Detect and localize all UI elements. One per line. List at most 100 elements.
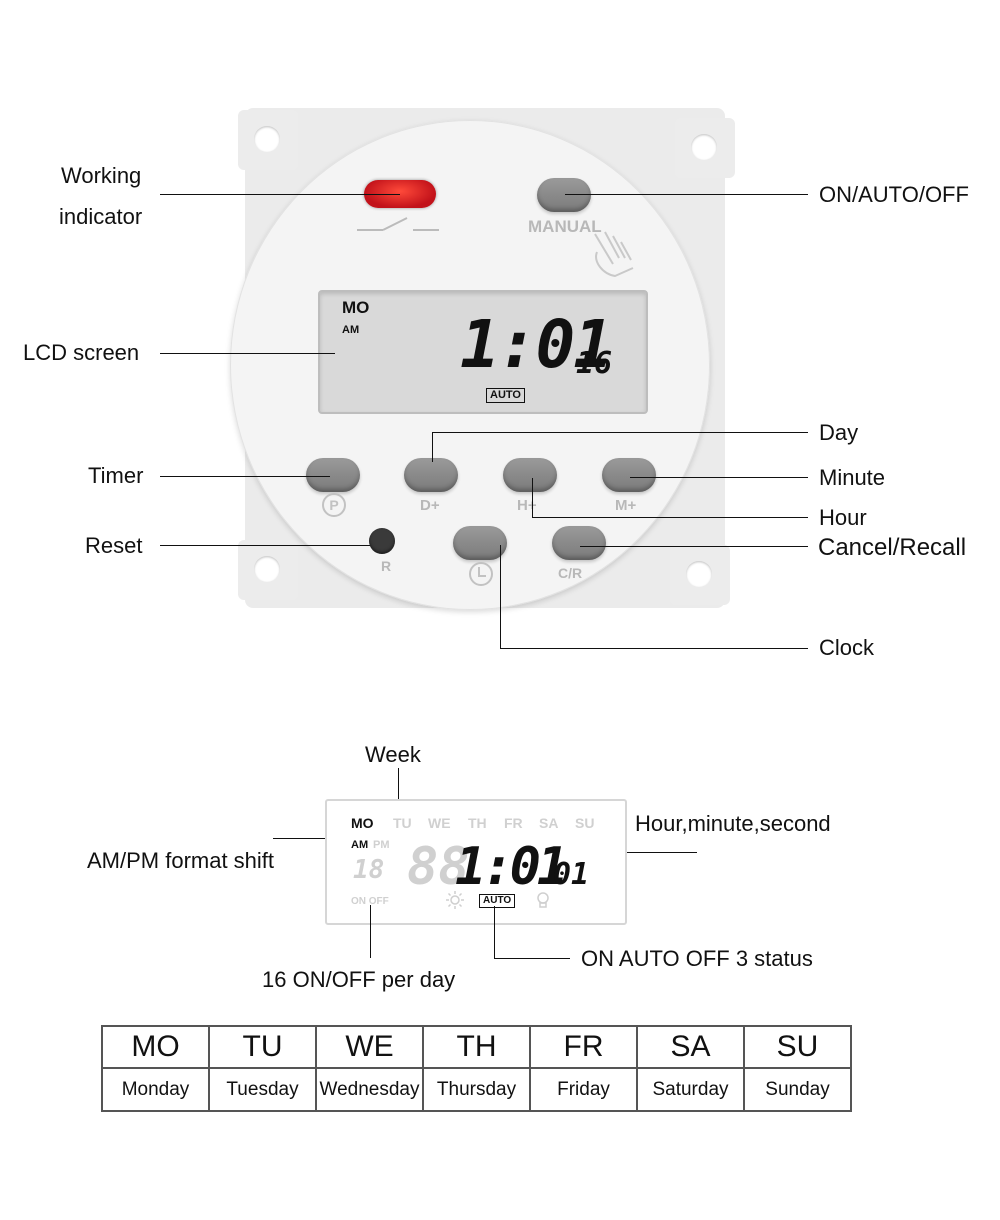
leader-line — [160, 353, 335, 354]
leader-line — [500, 545, 501, 648]
table-cell-abbr: TH — [422, 1025, 531, 1069]
leader-line — [432, 432, 433, 462]
table-cell-abbr: TU — [208, 1025, 317, 1069]
leader-line — [565, 194, 808, 195]
lcd2-time: 1:01 — [455, 837, 568, 897]
day-abbreviation-table: MO TU WE TH FR SA SU Monday Tuesday Wedn… — [101, 1025, 852, 1112]
table-cell-abbr: SA — [636, 1025, 745, 1069]
reset-button[interactable] — [369, 528, 395, 554]
day-plus-label: D+ — [420, 497, 440, 514]
reset-label: R — [381, 558, 392, 574]
screw-hole — [254, 556, 280, 582]
table-cell-abbr: SU — [743, 1025, 852, 1069]
mounting-ear-bottom-left — [238, 540, 298, 600]
clock-icon — [469, 562, 493, 586]
lcd-auto-badge: AUTO — [486, 388, 525, 403]
callout-status: ON AUTO OFF 3 status — [581, 946, 813, 971]
svg-text:P: P — [329, 497, 338, 513]
hour-plus-button[interactable] — [503, 458, 557, 492]
cancel-recall-label: C/R — [558, 565, 583, 581]
callout-cancel-recall: Cancel/Recall — [818, 534, 967, 561]
clock-button[interactable] — [453, 526, 507, 560]
callout-working-indicator-line1: Working — [61, 163, 142, 188]
leader-line — [160, 545, 370, 546]
callout-working-indicator-line2: indicator — [59, 204, 143, 229]
sun-icon — [446, 891, 464, 909]
leader-line — [398, 768, 399, 810]
callout-on-auto-off: ON/AUTO/OFF — [819, 182, 969, 207]
lcd2-on-off: ON OFF — [351, 896, 389, 907]
bulb-icon — [537, 892, 549, 908]
lcd2-day-tu: TU — [393, 815, 412, 831]
leader-line — [494, 906, 495, 959]
table-cell-abbr: WE — [315, 1025, 424, 1069]
lcd-ampm: AM — [342, 324, 360, 336]
table-cell-full: Wednesday — [315, 1067, 424, 1112]
lcd2-ghost-digits: 88 — [407, 837, 470, 897]
day-plus-button[interactable] — [404, 458, 458, 492]
leader-line — [532, 517, 808, 518]
leader-line — [532, 478, 533, 517]
table-row: Monday Tuesday Wednesday Thursday Friday… — [101, 1067, 852, 1112]
leader-line — [160, 194, 400, 195]
screw-hole — [686, 561, 712, 587]
table-cell-abbr: FR — [529, 1025, 638, 1069]
leader-line — [370, 905, 371, 958]
lcd2-pm: PM — [373, 839, 390, 851]
callout-per-day: 16 ON/OFF per day — [262, 967, 456, 992]
leader-line — [572, 852, 697, 853]
leader-line — [580, 546, 808, 547]
lcd2-day-we: WE — [428, 815, 451, 831]
leader-line — [160, 476, 330, 477]
p-circle-icon: P — [322, 493, 346, 517]
mounting-ear-top-right — [675, 118, 735, 178]
lcd-screen: MO AM 1:01 16 AUTO — [318, 290, 648, 414]
table-row: MO TU WE TH FR SA SU — [101, 1025, 852, 1069]
table-cell-full: Thursday — [422, 1067, 531, 1112]
leader-line — [630, 477, 808, 478]
screw-hole — [254, 126, 280, 152]
lcd2-day-mo: MO — [351, 815, 374, 831]
callout-ampm: AM/PM format shift — [87, 848, 275, 873]
minute-plus-button[interactable] — [602, 458, 656, 492]
table-cell-abbr: MO — [101, 1025, 210, 1069]
callout-hms: Hour,minute,second — [635, 811, 831, 836]
cancel-recall-button[interactable] — [552, 526, 606, 560]
callout-clock: Clock — [819, 635, 875, 660]
lcd2-day-th: TH — [468, 815, 487, 831]
leader-line — [273, 838, 353, 839]
manual-button[interactable] — [537, 178, 591, 212]
table-cell-full: Monday — [101, 1067, 210, 1112]
screw-hole — [691, 134, 717, 160]
lcd2-auto-badge: AUTO — [479, 894, 516, 908]
leader-line — [494, 958, 570, 959]
callout-minute: Minute — [819, 465, 886, 490]
switch-symbol-icon — [357, 217, 439, 231]
lcd2-day-fr: FR — [504, 815, 523, 831]
lcd-day: MO — [342, 298, 370, 317]
callout-reset: Reset — [85, 533, 143, 558]
table-cell-full: Friday — [529, 1067, 638, 1112]
callout-lcd-screen: LCD screen — [23, 340, 140, 365]
hand-pointer-icon — [594, 231, 634, 278]
leader-line — [500, 648, 808, 649]
table-cell-full: Tuesday — [208, 1067, 317, 1112]
mounting-ear-top-left — [238, 110, 298, 170]
table-cell-full: Sunday — [743, 1067, 852, 1112]
lcd2-seconds: 01 — [553, 857, 590, 892]
timer-button[interactable] — [306, 458, 360, 492]
lcd-time: 1:01 — [460, 306, 613, 383]
callout-day: Day — [819, 420, 859, 445]
manual-label: MANUAL — [528, 217, 602, 236]
lcd2-program-number: 18 — [353, 855, 385, 885]
lcd2-day-sa: SA — [539, 815, 559, 831]
minute-plus-label: M+ — [615, 497, 637, 514]
callout-week: Week — [365, 742, 421, 767]
lcd2-day-su: SU — [575, 815, 595, 831]
lcd-segment-diagram: MO TU WE TH FR SA SU AM PM 18 88 1:01 01… — [325, 799, 627, 925]
callout-hour: Hour — [819, 505, 867, 530]
mounting-ear-bottom-right — [670, 545, 730, 605]
lcd-seconds: 16 — [576, 346, 613, 381]
table-cell-full: Saturday — [636, 1067, 745, 1112]
leader-line — [432, 432, 808, 433]
